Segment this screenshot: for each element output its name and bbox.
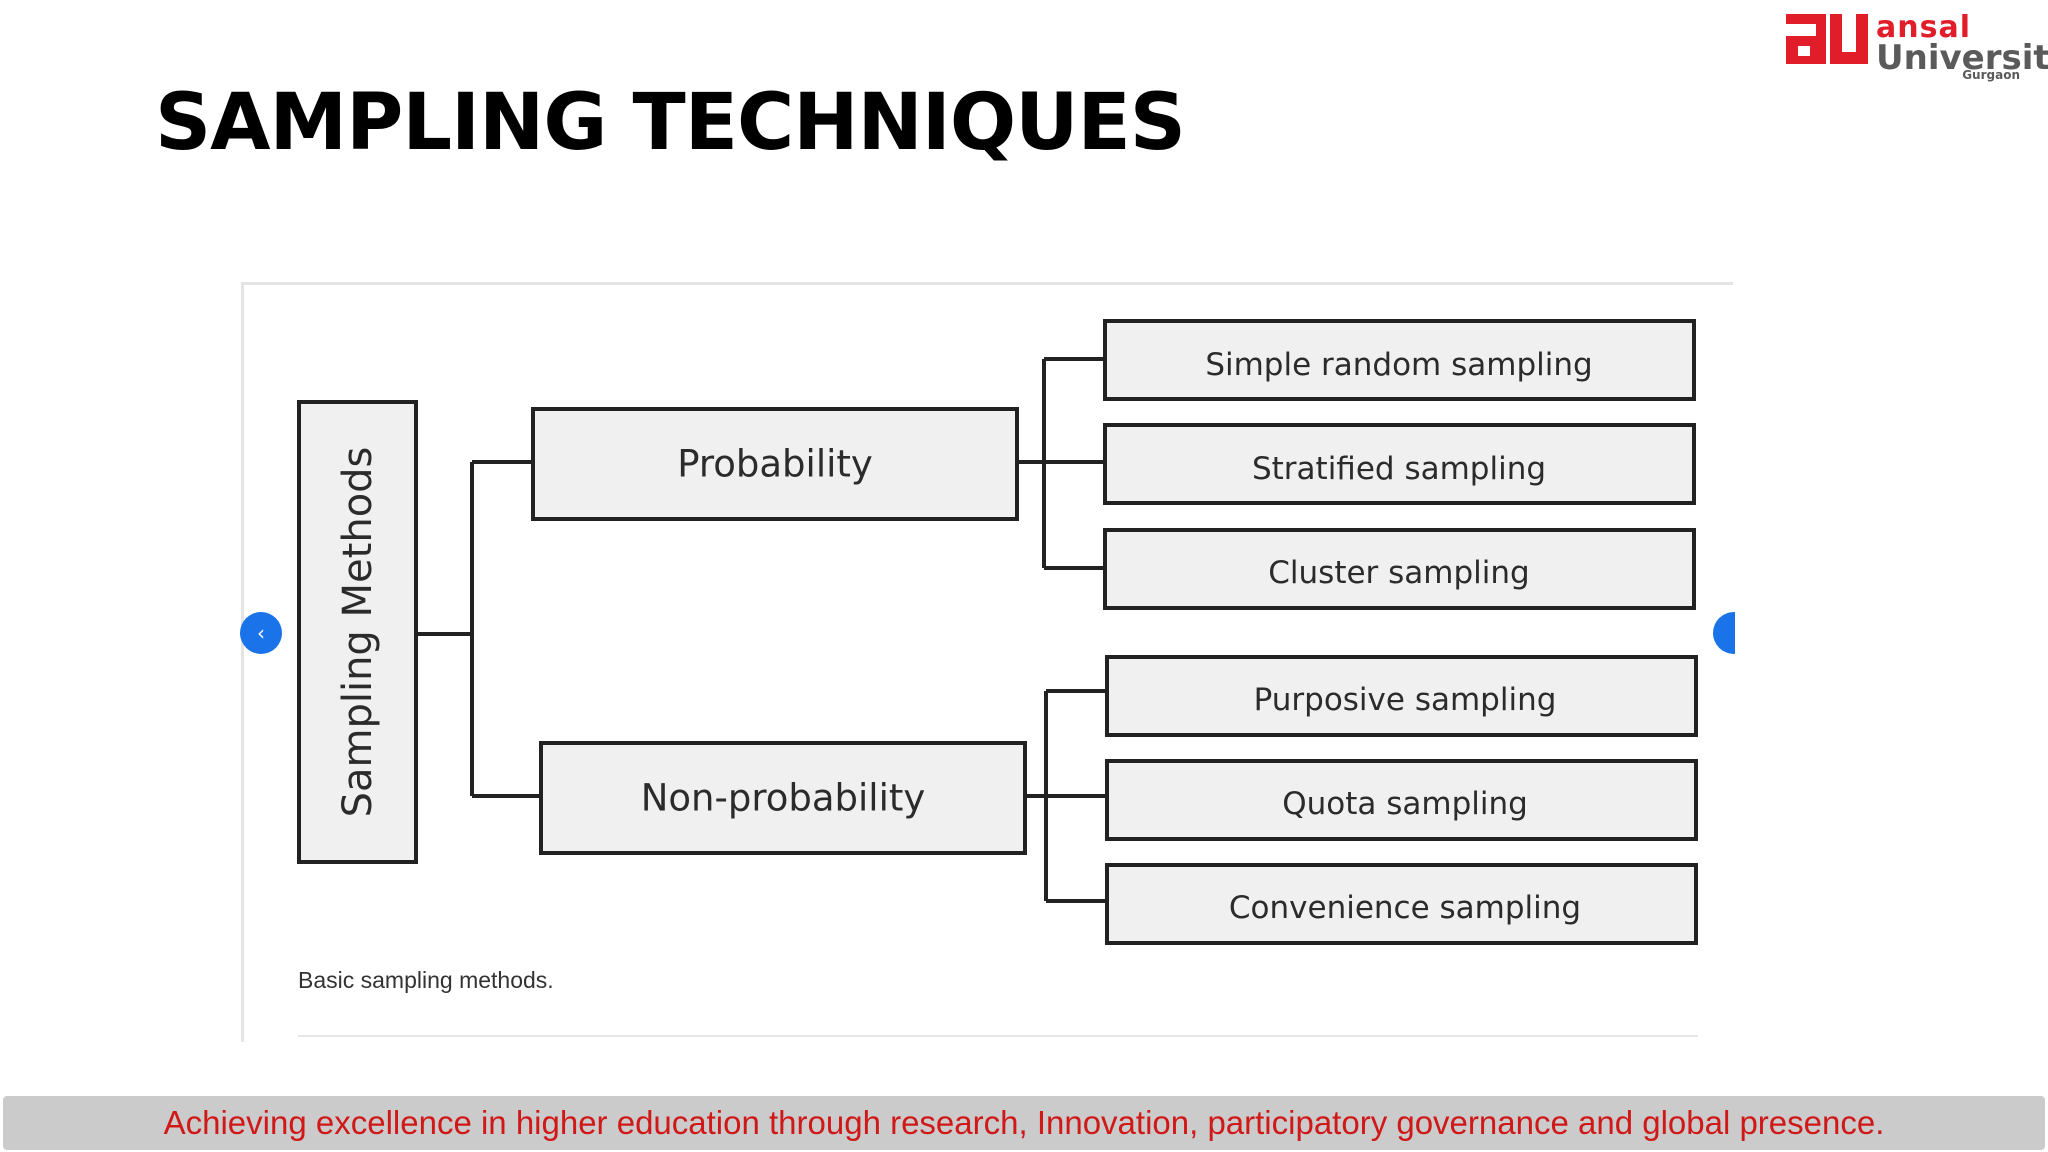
diagram-figure: Sampling Methods Probability Non-probabi… <box>240 282 1735 1042</box>
logo-university-text: University <box>1876 38 2048 78</box>
chevron-left-icon: ‹ <box>257 621 265 645</box>
root-node: Sampling Methods <box>297 400 418 864</box>
figure-caption: Basic sampling methods. <box>298 967 554 993</box>
connector-lines <box>418 357 1106 903</box>
footer-bar: Achieving excellence in higher education… <box>3 1096 2045 1150</box>
logo-location-text: Gurgaon <box>1962 68 2020 82</box>
sampling-methods-diagram: Sampling Methods Probability Non-probabi… <box>297 319 1698 945</box>
previous-image-button[interactable]: ‹ <box>240 612 282 654</box>
logo-brand-text: ansal <box>1876 10 1971 45</box>
branch-node-non-probability: Non-probability <box>539 741 1027 855</box>
method-label: Simple random sampling <box>1205 347 1592 383</box>
branch-label: Non-probability <box>641 777 926 820</box>
footer-tagline: Achieving excellence in higher education… <box>163 1104 1885 1141</box>
au-logo-mark-icon <box>1786 14 1868 64</box>
university-logo: ansal University Gurgaon <box>1786 10 2048 84</box>
method-node-simple-random: Simple random sampling <box>1103 319 1696 401</box>
figure-divider <box>298 1035 1698 1037</box>
method-node-purposive: Purposive sampling <box>1105 655 1698 737</box>
method-node-stratified: Stratified sampling <box>1103 423 1696 505</box>
branch-label: Probability <box>677 443 873 486</box>
method-label: Purposive sampling <box>1254 682 1557 718</box>
method-label: Convenience sampling <box>1229 890 1581 926</box>
method-node-cluster: Cluster sampling <box>1103 528 1696 610</box>
next-image-button[interactable] <box>1713 612 1735 654</box>
method-node-quota: Quota sampling <box>1105 759 1698 841</box>
root-label: Sampling Methods <box>335 447 381 818</box>
method-label: Cluster sampling <box>1268 555 1529 591</box>
method-label: Stratified sampling <box>1252 451 1546 487</box>
method-node-convenience: Convenience sampling <box>1105 863 1698 945</box>
slide-title: SAMPLING TECHNIQUES <box>155 78 1186 168</box>
branch-node-probability: Probability <box>531 407 1019 521</box>
method-label: Quota sampling <box>1282 786 1528 822</box>
